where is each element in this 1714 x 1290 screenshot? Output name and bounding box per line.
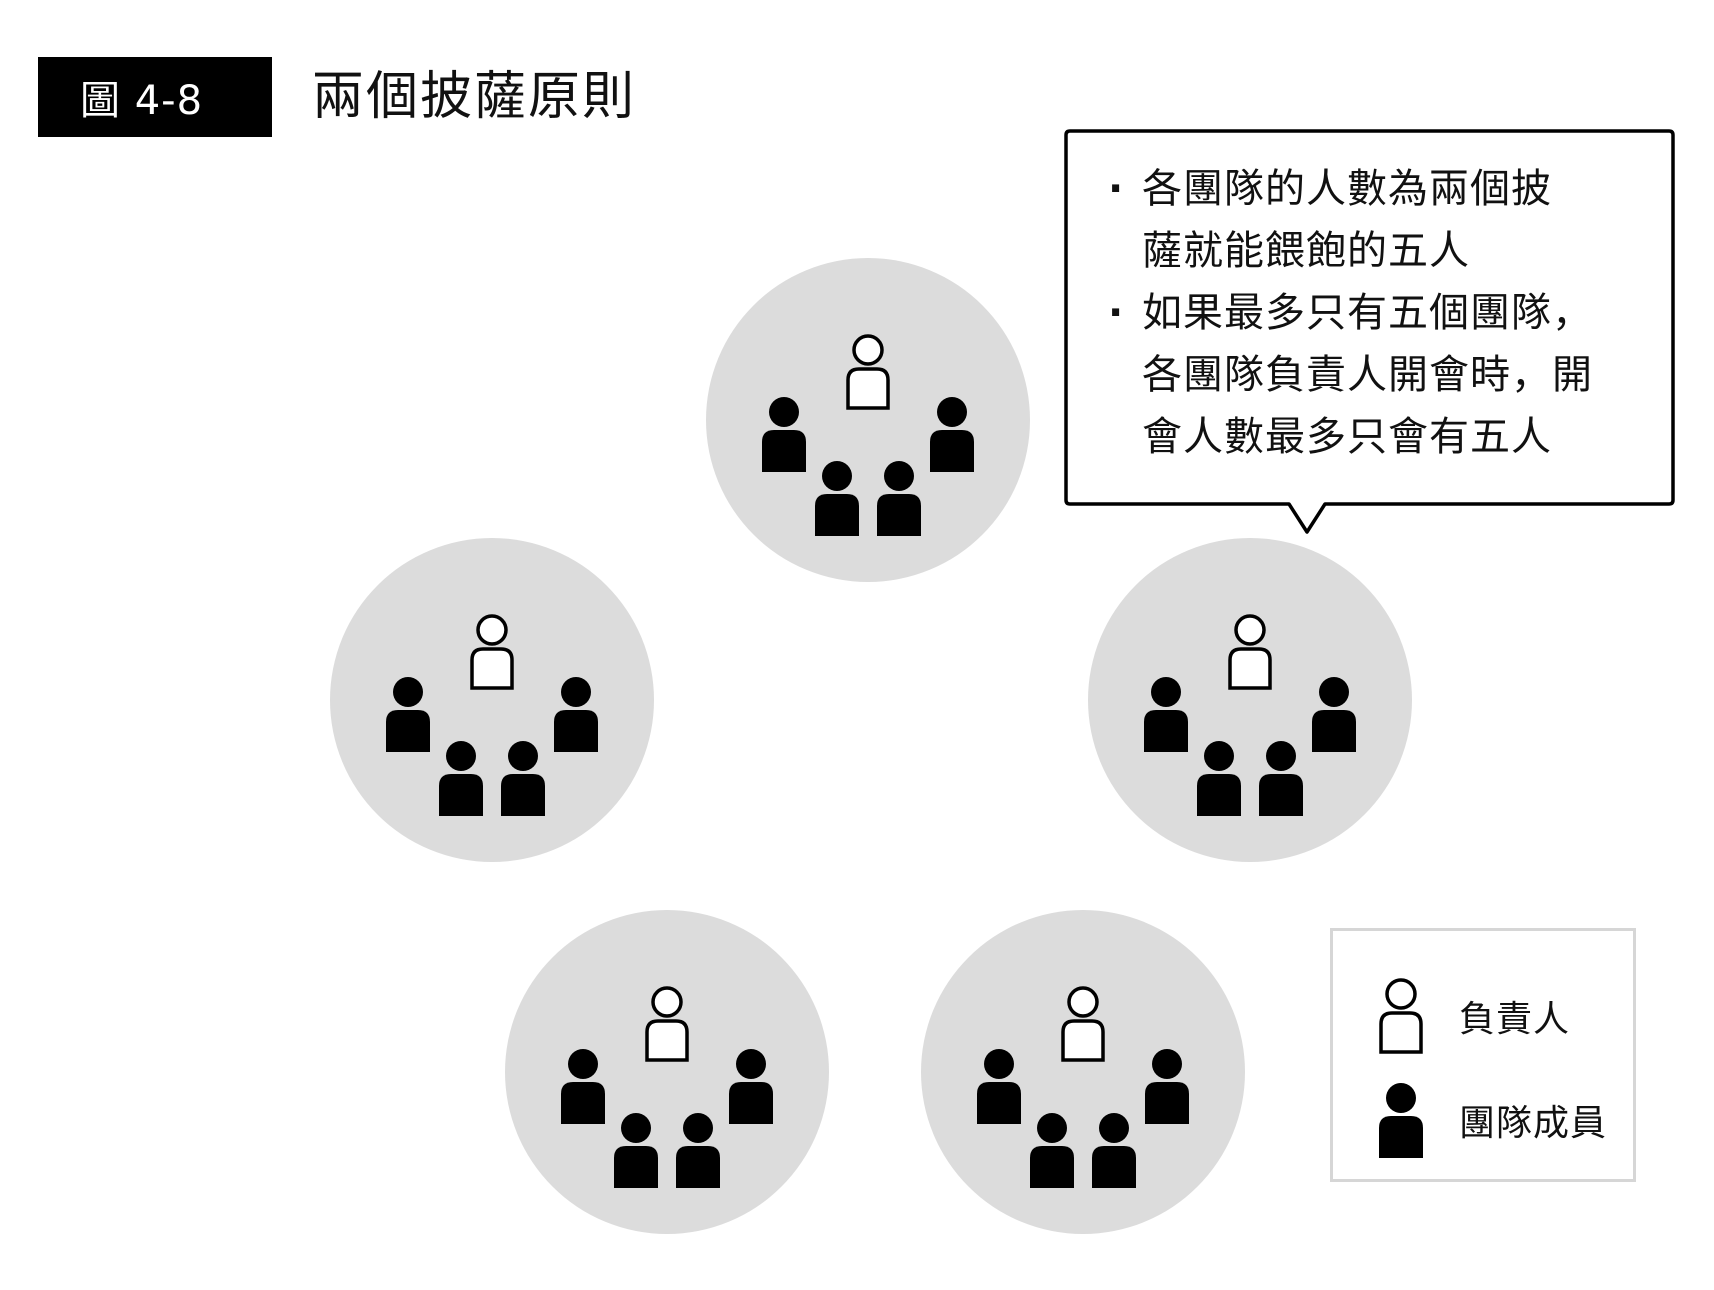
member-icon	[1379, 1083, 1423, 1158]
callout-line: 如果最多只有五個團隊，	[1142, 290, 1593, 336]
leader-icon	[846, 334, 890, 410]
legend-item-member: 團隊成員	[1373, 1075, 1607, 1165]
team-circle	[330, 538, 654, 862]
team-group	[330, 538, 654, 862]
team-circle	[706, 258, 1030, 582]
callout-bullet-1: 各團隊的人數為兩個披 薩就能餵飽的五人	[1108, 158, 1668, 282]
legend-item-leader: 負責人	[1373, 971, 1570, 1061]
team-circle	[1088, 538, 1412, 862]
callout-text: 各團隊的人數為兩個披 薩就能餵飽的五人 如果最多只有五個團隊， 各團隊負責人開會…	[1108, 158, 1668, 468]
team-group	[505, 910, 829, 1234]
figure-title: 兩個披薩原則	[312, 67, 637, 127]
legend-leader-label: 負責人	[1459, 999, 1571, 1040]
figure-label: 圖 4-8	[38, 57, 272, 137]
team-circle	[921, 910, 1245, 1234]
callout-bullet-2: 如果最多只有五個團隊， 各團隊負責人開會時，開 會人數最多只會有五人	[1108, 282, 1668, 468]
team-group	[1088, 538, 1412, 862]
leader-icon	[1228, 614, 1272, 690]
legend: 負責人 團隊成員	[1330, 928, 1636, 1182]
callout-line: 薩就能餵飽的五人	[1142, 228, 1470, 274]
callout-line: 會人數最多只會有五人	[1142, 414, 1552, 460]
team-circle	[505, 910, 829, 1234]
leader-icon	[1061, 986, 1105, 1062]
callout-line: 各團隊的人數為兩個披	[1142, 166, 1552, 212]
team-group	[706, 258, 1030, 582]
legend-member-label: 團隊成員	[1459, 1103, 1608, 1144]
leader-icon	[645, 986, 689, 1062]
team-group	[921, 910, 1245, 1234]
leader-icon	[470, 614, 514, 690]
leader-icon	[1379, 978, 1423, 1054]
callout-line: 各團隊負責人開會時，開	[1142, 352, 1593, 398]
